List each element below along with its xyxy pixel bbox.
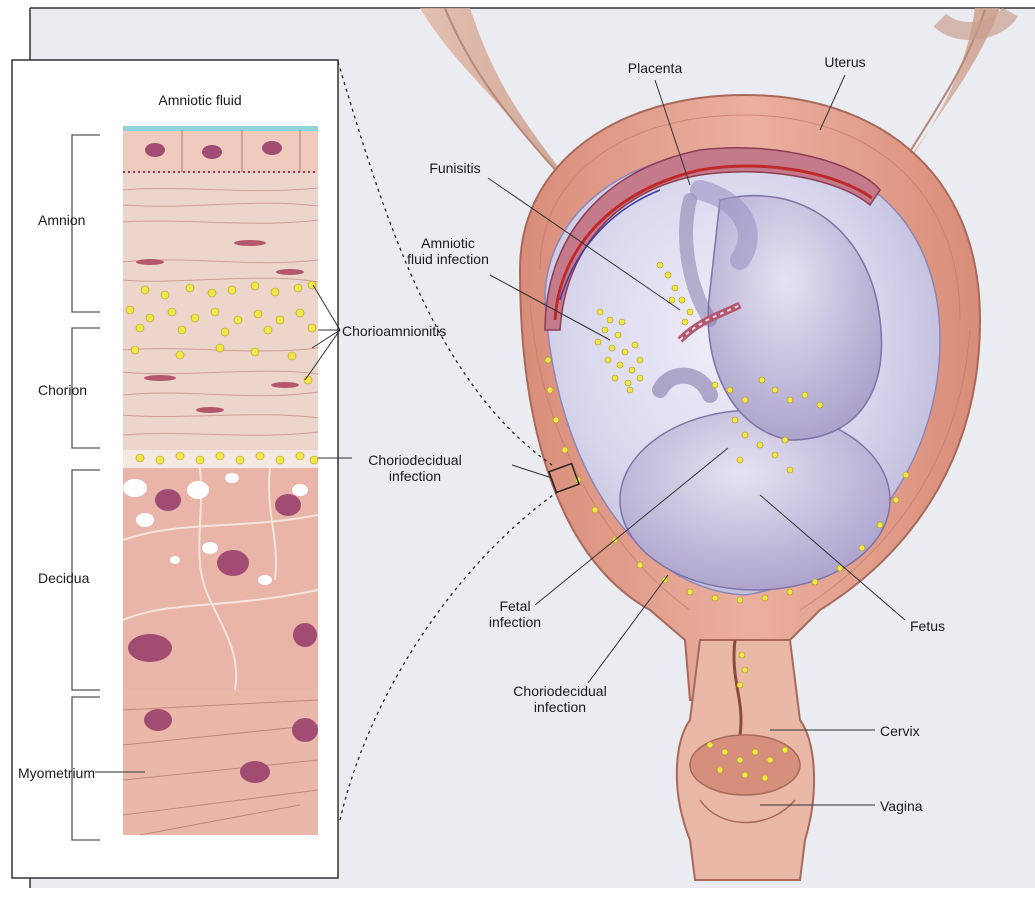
label-vagina: Vagina <box>880 798 923 814</box>
cervix-vagina <box>677 640 814 880</box>
label-chorion: Chorion <box>38 382 87 398</box>
label-inset-choriodecidual-infection: Choriodecidual infection <box>355 452 475 484</box>
label-placenta: Placenta <box>605 60 705 76</box>
label-chorioamnionitis: Chorioamnionitis <box>342 323 446 339</box>
label-cervix: Cervix <box>880 723 920 739</box>
label-amniotic-fluid-infection: Amniotic fluid infection <box>378 235 518 267</box>
label-decidua: Decidua <box>38 570 89 586</box>
label-funisitis: Funisitis <box>400 160 510 176</box>
label-fetus: Fetus <box>910 618 945 634</box>
label-myometrium: Myometrium <box>18 765 95 781</box>
label-fetal-infection: Fetal infection <box>470 598 560 630</box>
label-uterus: Uterus <box>800 54 890 70</box>
label-amniotic-fluid: Amniotic fluid <box>140 92 260 108</box>
tissue-inset <box>12 60 352 878</box>
label-amnion: Amnion <box>38 212 85 228</box>
label-main-choriodecidual-infection: Choriodecidual infection <box>490 683 630 715</box>
